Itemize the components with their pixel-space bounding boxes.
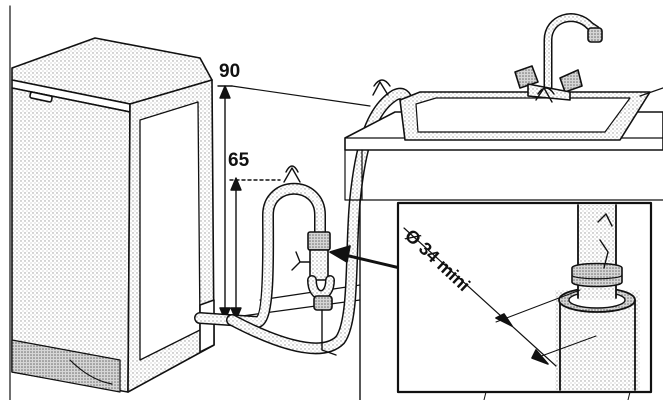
washing-machine xyxy=(11,37,215,393)
sink-cabinet xyxy=(344,87,663,400)
faucet xyxy=(514,13,603,103)
pointer-arrow xyxy=(329,245,402,270)
dimension-90 xyxy=(217,85,233,321)
dimension-label-90: 90 xyxy=(219,61,241,82)
bottom-ticks xyxy=(483,391,631,400)
dimension-65 xyxy=(229,177,281,321)
siphon-trap xyxy=(291,231,337,356)
drain-hose xyxy=(194,165,326,328)
sink-hose xyxy=(226,79,414,355)
inset-detail xyxy=(396,201,653,394)
dimension-label-65: 65 xyxy=(228,150,250,171)
